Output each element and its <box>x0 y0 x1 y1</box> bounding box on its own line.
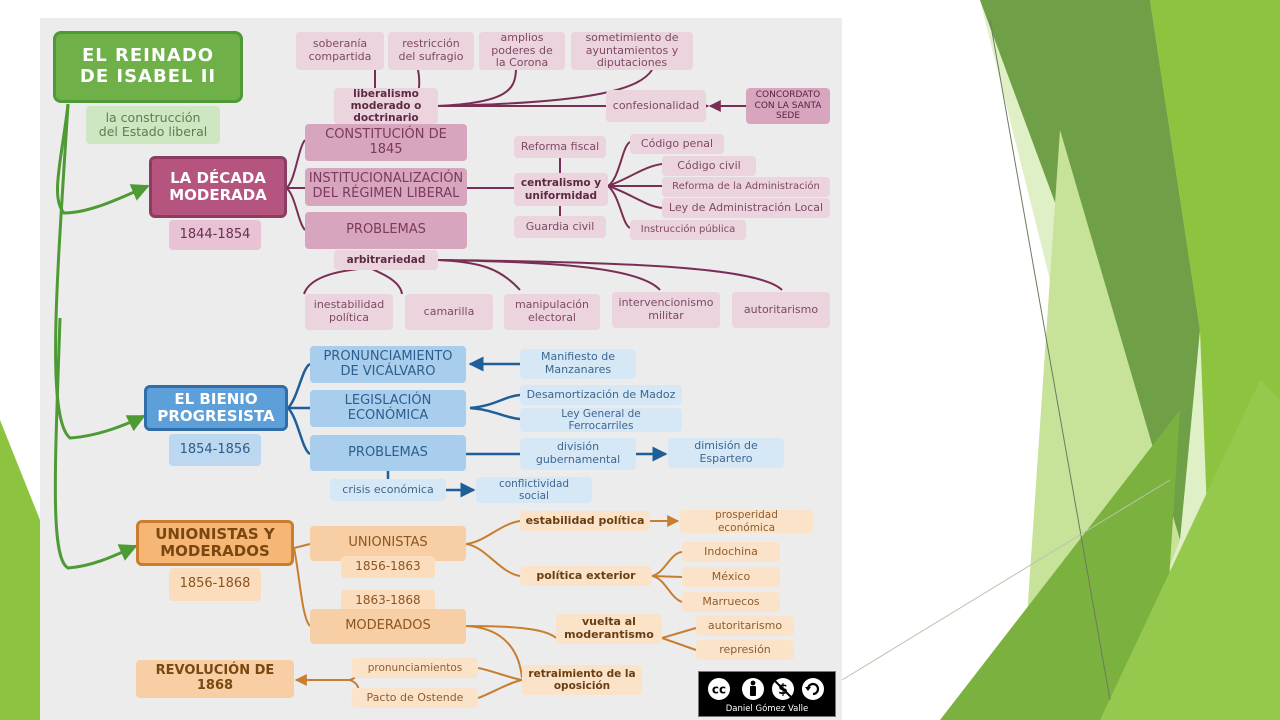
svg-text:cc: cc <box>712 683 726 697</box>
revolucion-1868-node: REVOLUCIÓN DE 1868 <box>136 660 294 698</box>
reforma-administracion-node: Reforma de la Administración <box>662 177 830 197</box>
manipulacion-node: manipulación electoral <box>504 294 600 330</box>
conflictividad-social-node: conflictividad social <box>476 477 592 503</box>
sometimiento-node: sometimiento de ayuntamientos y diputaci… <box>571 31 693 70</box>
concept-map: EL REINADO DE ISABEL II la construcción … <box>40 18 842 720</box>
concordato-node: CONCORDATO CON LA SANTA SEDE <box>746 88 830 124</box>
bienio-years: 1854-1856 <box>169 434 261 466</box>
main-title: EL REINADO DE ISABEL II <box>53 31 243 103</box>
crisis-economica-node: crisis económica <box>330 479 446 501</box>
codigo-civil-node: Código civil <box>662 156 756 176</box>
guardia-civil-node: Guardia civil <box>514 216 606 238</box>
bottom-green-shape <box>940 410 1180 720</box>
soberania-node: soberanía compartida <box>296 32 384 70</box>
pronunciamiento-vicalvaro-node: PRONUNCIAMIENTO DE VICÁLVARO <box>310 346 466 383</box>
vuelta-moderantismo-node: vuelta al moderantismo <box>556 614 662 644</box>
author-credit: Daniel Gómez Valle <box>725 704 809 714</box>
represion-node: represión <box>696 640 794 660</box>
poderes-corona-node: amplios poderes de la Corona <box>479 31 565 70</box>
sa-icon <box>802 678 824 700</box>
bottom-right-shape <box>1100 380 1280 720</box>
by-icon <box>742 678 764 700</box>
moderados-years: 1863-1868 <box>341 590 435 612</box>
creative-commons-badge: cc $ Daniel Gómez Valle <box>698 671 836 717</box>
estabilidad-politica-node: estabilidad política <box>520 511 650 531</box>
cc-icon: cc <box>706 676 732 702</box>
unionistas-moderados-years: 1856-1868 <box>169 568 261 601</box>
politica-exterior-node: política exterior <box>520 566 652 586</box>
unionistas-node: UNIONISTAS <box>310 526 466 561</box>
main-subtitle: la construcción del Estado liberal <box>86 106 220 144</box>
indochina-node: Indochina <box>682 542 780 562</box>
moderados-node: MODERADOS <box>310 609 466 644</box>
license-icons: cc $ <box>706 676 824 702</box>
legislacion-economica-node: LEGISLACIÓN ECONÓMICA <box>310 390 466 427</box>
codigo-penal-node: Código penal <box>630 134 724 154</box>
ferrocarriles-node: Ley General de Ferrocarriles <box>520 408 682 432</box>
unionistas-years: 1856-1863 <box>341 556 435 578</box>
ley-administracion-local-node: Ley de Administración Local <box>662 198 830 218</box>
marruecos-node: Marruecos <box>682 592 780 612</box>
centralismo-node: centralismo y uniformidad <box>514 173 608 206</box>
confesionalidad-node: confesionalidad <box>606 90 706 122</box>
nc-icon: $ <box>772 678 794 700</box>
dimision-espartero-node: dimisión de Espartero <box>668 438 784 468</box>
prosperidad-economica-node: prosperidad económica <box>680 509 813 534</box>
reforma-fiscal-node: Reforma fiscal <box>514 136 606 158</box>
intervencionismo-node: intervencionismo militar <box>612 292 720 328</box>
thin-line-a <box>989 19 1111 701</box>
liberalismo-node: liberalismo moderado o doctrinario <box>334 88 438 124</box>
constitucion-1845-node: CONSTITUCIÓN DE 1845 <box>305 124 467 161</box>
restriccion-node: restricción del sufragio <box>388 32 474 70</box>
decada-years: 1844-1854 <box>169 220 261 250</box>
left-green-shape <box>0 420 40 720</box>
instruccion-publica-node: Instrucción pública <box>630 220 746 240</box>
retraimiento-node: retraimiento de la oposición <box>522 665 642 695</box>
problemas-decada-node: PROBLEMAS <box>305 212 467 249</box>
division-gubernamental-node: división gubernamental <box>520 438 636 470</box>
decada-moderada-node: LA DÉCADA MODERADA <box>149 156 287 218</box>
camarilla-node: camarilla <box>405 294 493 330</box>
thin-line-b <box>841 479 1171 681</box>
inestabilidad-node: inestabilidad política <box>305 294 393 330</box>
desamortizacion-node: Desamortización de Madoz <box>520 385 682 405</box>
unionistas-moderados-node: UNIONISTAS Y MODERADOS <box>136 520 294 566</box>
mexico-node: México <box>682 567 780 587</box>
institucionalizacion-node: INSTITUCIONALIZACIÓN DEL RÉGIMEN LIBERAL <box>305 168 467 206</box>
problemas-bienio-node: PROBLEMAS <box>310 435 466 471</box>
pronunciamientos-node: pronunciamientos <box>352 658 478 678</box>
pacto-ostende-node: Pacto de Ostende <box>352 688 478 708</box>
manifiesto-node: Manifiesto de Manzanares <box>520 349 636 379</box>
autoritarismo-decada-node: autoritarismo <box>732 292 830 328</box>
autoritarismo-moderados-node: autoritarismo <box>696 616 794 636</box>
arbitrariedad-node: arbitrariedad <box>334 250 438 270</box>
bienio-progresista-node: EL BIENIO PROGRESISTA <box>144 385 288 431</box>
